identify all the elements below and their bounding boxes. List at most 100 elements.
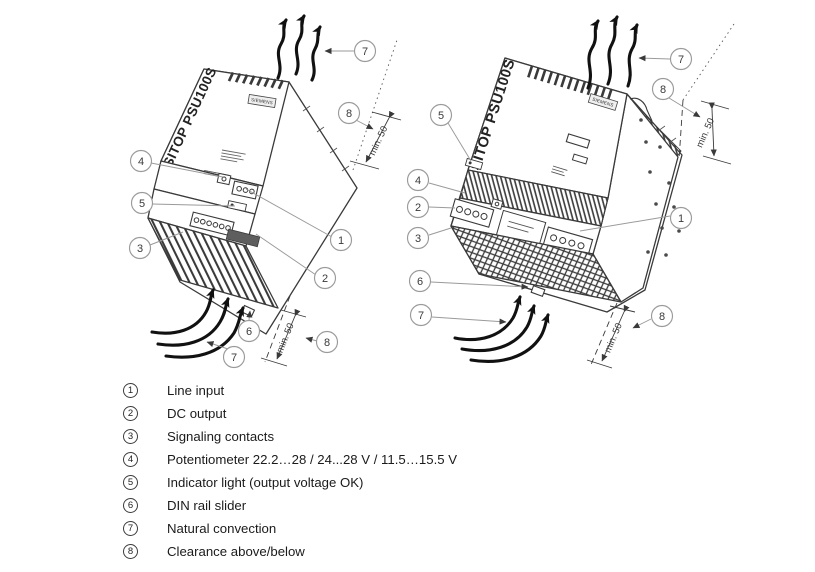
- svg-text:2: 2: [415, 202, 421, 214]
- svg-text:7: 7: [418, 310, 424, 322]
- callout-4-left: 4: [129, 149, 153, 173]
- callout-8-right-top: 8: [651, 77, 675, 101]
- brand-text-right: SIEMENS: [592, 97, 615, 108]
- callout-6-left: 6: [237, 319, 261, 343]
- callout-8-right-bottom: 8: [650, 304, 674, 328]
- legend-label-8: Clearance above/below: [167, 544, 305, 559]
- legend-row-1: 1 Line input: [0, 379, 815, 402]
- svg-text:3: 3: [137, 243, 143, 255]
- svg-text:4: 4: [415, 175, 421, 187]
- brand-badge-right: SIEMENS: [587, 93, 619, 111]
- potentiometer-right: [490, 198, 504, 210]
- svg-text:8: 8: [324, 337, 330, 349]
- legend-row-3: 3 Signaling contacts: [0, 425, 815, 448]
- clearance-dimension-right-top: min. 50: [678, 23, 735, 165]
- legend-num-3: 3: [123, 429, 138, 444]
- din-rail-slider-right: [530, 284, 546, 298]
- callouts-left: 1 2 3 4 5 6 7 7 8 8: [128, 39, 377, 369]
- signal-terminal-block-left: [189, 211, 235, 237]
- callout-7-left-top: 7: [353, 39, 377, 63]
- vent-slots-left: [227, 71, 285, 90]
- plate-edge-ticks-left: [302, 105, 350, 172]
- grille-mesh-b-right: [450, 225, 622, 303]
- potentiometer-left: [216, 172, 232, 186]
- legend-row-2: 2 DC output: [0, 402, 815, 425]
- legend-label-3: Signaling contacts: [167, 429, 275, 444]
- callout-1-left: 1: [329, 228, 353, 252]
- legend-label-4: Potentiometer 22.2…28 / 24...28 V / 11.5…: [167, 452, 458, 467]
- output-label-strip-left: [225, 228, 261, 248]
- callout-8-left-bottom: 8: [315, 330, 339, 354]
- svg-text:7: 7: [362, 46, 368, 58]
- legend-num-8: 8: [123, 544, 138, 559]
- svg-text:6: 6: [417, 276, 423, 288]
- callout-7-left-bottom: 7: [222, 345, 246, 369]
- legend-label-6: DIN rail slider: [167, 498, 247, 513]
- indicator-light-right: [464, 157, 484, 171]
- legend-label-5: Indicator light (output voltage OK): [167, 475, 364, 490]
- legend-num-5: 5: [123, 475, 138, 490]
- callout-3-right: 3: [406, 226, 430, 250]
- leader-lines-left: [149, 47, 374, 350]
- plate-edge-ticks-right: [657, 125, 677, 144]
- min-50-left-top: min. 50: [367, 125, 390, 158]
- legend-row-8: 8 Clearance above/below: [0, 540, 815, 563]
- svg-text:4: 4: [138, 156, 144, 168]
- legend-num-2: 2: [123, 406, 138, 421]
- svg-text:1: 1: [338, 235, 344, 247]
- brand-badge-left: SIEMENS: [247, 93, 277, 109]
- din-clip-right: [629, 97, 653, 122]
- device-left: SIEMENS SITOP PSU100S: [147, 65, 358, 335]
- vent-slots-right: [527, 65, 613, 102]
- legend-label-1: Line input: [167, 383, 225, 398]
- callout-8-left-top: 8: [337, 101, 361, 125]
- svg-text:8: 8: [660, 84, 666, 96]
- legend: 1 Line input 2 DC output 3 Signaling con…: [0, 379, 815, 563]
- brand-text-left: SIEMENS: [251, 97, 274, 105]
- callout-2-right: 2: [406, 195, 430, 219]
- legend-row-4: 4 Potentiometer 22.2…28 / 24...28 V / 11…: [0, 448, 815, 471]
- callout-4-right: 4: [406, 168, 430, 192]
- legend-num-7: 7: [123, 521, 138, 536]
- legend-label-2: DC output: [167, 406, 227, 421]
- clearance-dimension-left-top: min. 50: [349, 39, 402, 171]
- callout-3-left: 3: [128, 236, 152, 260]
- svg-text:6: 6: [246, 326, 252, 338]
- clearance-dimension-right-bottom: min. 50: [586, 302, 636, 369]
- svg-text:7: 7: [231, 352, 237, 364]
- svg-text:8: 8: [659, 311, 665, 323]
- callout-7-right-top: 7: [669, 47, 693, 71]
- callout-7-right-bottom: 7: [409, 303, 433, 327]
- input-terminal-block-left: [231, 180, 259, 200]
- svg-text:7: 7: [678, 54, 684, 66]
- svg-text:2: 2: [322, 273, 328, 285]
- legend-num-1: 1: [123, 383, 138, 398]
- convection-arrows-left-bottom: [150, 288, 245, 359]
- legend-row-7: 7 Natural convection: [0, 517, 815, 540]
- convection-arrows-left-top: [276, 14, 322, 82]
- side-panel-holes-right: [639, 118, 681, 257]
- rating-label-left: [220, 149, 246, 163]
- line-input-terminal-block-right: [542, 226, 594, 258]
- callout-5-right: 5: [429, 103, 453, 127]
- svg-text:3: 3: [415, 233, 421, 245]
- convection-arrows-right-bottom: [453, 295, 550, 363]
- svg-text:1: 1: [678, 213, 684, 225]
- legend-row-6: 6 DIN rail slider: [0, 494, 815, 517]
- face-cutouts-right: [551, 133, 591, 177]
- callout-2-left: 2: [313, 266, 337, 290]
- device-right: SIEMENS SITOP PSU100S: [449, 57, 683, 313]
- installation-diagram: SIEMENS SITOP PSU100S: [128, 14, 735, 369]
- callout-6-right: 6: [408, 269, 432, 293]
- callouts-right: 1 2 3 4 5 6 7 7 8 8: [406, 47, 693, 328]
- legend-label-7: Natural convection: [167, 521, 277, 536]
- legend-row-5: 5 Indicator light (output voltage OK): [0, 471, 815, 494]
- legend-num-6: 6: [123, 498, 138, 513]
- louvered-grille-left: [147, 217, 279, 309]
- svg-text:5: 5: [438, 110, 444, 122]
- svg-text:5: 5: [139, 198, 145, 210]
- callout-1-right: 1: [669, 206, 693, 230]
- svg-text:8: 8: [346, 108, 352, 120]
- convection-arrows-right-top: [586, 15, 639, 90]
- min-50-right-bottom: min. 50: [603, 322, 625, 355]
